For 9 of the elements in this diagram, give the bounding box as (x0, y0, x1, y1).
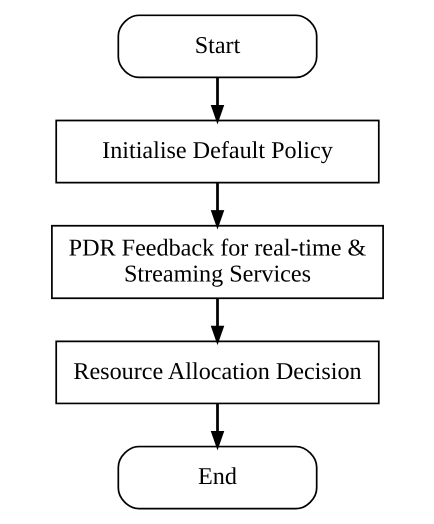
arrow (210, 183, 224, 230)
arrow (210, 78, 224, 124)
node-box: Start (116, 14, 318, 78)
node-box: Resource Allocation Decision (54, 340, 380, 404)
node-box: PDR Feedback for real-time & Streaming Services (50, 224, 384, 300)
node-box: End (116, 446, 318, 510)
arrow (210, 298, 224, 346)
arrow (210, 404, 224, 450)
node-box: Initialise Default Policy (54, 120, 380, 184)
